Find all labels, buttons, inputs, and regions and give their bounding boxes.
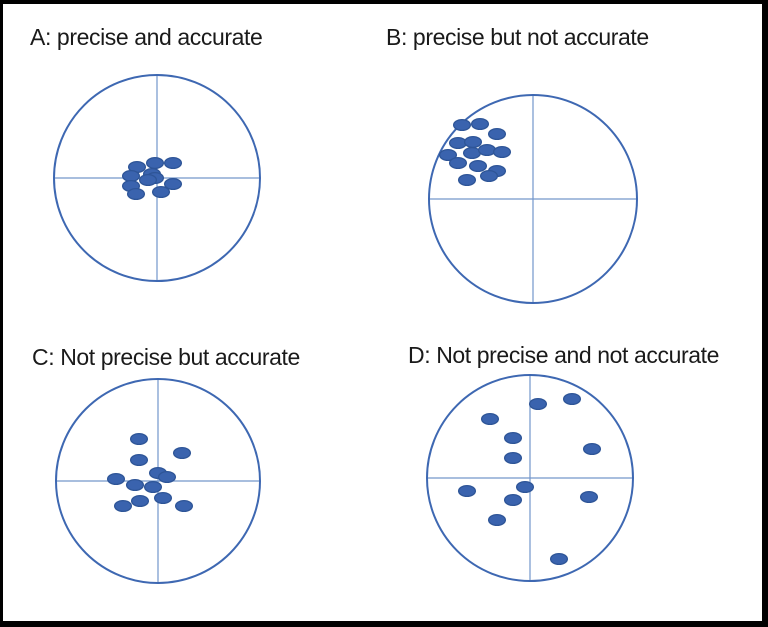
shot-dot — [153, 491, 173, 505]
panel-a-title: A: precise and accurate — [30, 24, 263, 50]
shot-dot — [145, 156, 165, 170]
shot-dot — [562, 392, 582, 406]
target-circle — [55, 378, 261, 584]
shot-dot — [503, 451, 523, 465]
shot-dot — [457, 484, 477, 498]
shot-dot — [448, 136, 468, 150]
shot-dot — [157, 470, 177, 484]
shot-dot — [515, 480, 535, 494]
target-circle — [428, 94, 638, 304]
shot-dot — [143, 480, 163, 494]
shot-dot — [163, 177, 183, 191]
shot-dot — [479, 169, 499, 183]
shot-dot — [174, 499, 194, 513]
shot-dot — [138, 173, 158, 187]
shot-dot — [106, 472, 126, 486]
shot-dot — [163, 156, 183, 170]
shot-dot — [130, 494, 150, 508]
shot-dot — [125, 478, 145, 492]
shot-dot — [480, 412, 500, 426]
shot-dot — [462, 146, 482, 160]
shot-dot — [457, 173, 477, 187]
shot-dot — [129, 432, 149, 446]
shot-dot — [477, 143, 497, 157]
shot-dot — [113, 499, 133, 513]
shot-dot — [503, 493, 523, 507]
shot-dot — [172, 446, 192, 460]
target-a — [53, 74, 261, 282]
panel-d-title: D: Not precise and not accurate — [408, 342, 720, 368]
target-circle — [53, 74, 261, 282]
target-c — [55, 378, 261, 584]
shot-dot — [129, 453, 149, 467]
shot-dot — [121, 169, 141, 183]
shot-dot — [528, 397, 548, 411]
shot-dot — [126, 187, 146, 201]
shot-dot — [487, 513, 507, 527]
shot-dot — [503, 431, 523, 445]
shot-dot — [487, 127, 507, 141]
shot-dot — [151, 185, 171, 199]
shot-dot — [470, 117, 490, 131]
shot-dot — [579, 490, 599, 504]
shot-dot — [452, 118, 472, 132]
shot-dot — [468, 159, 488, 173]
shot-dot — [438, 148, 458, 162]
shot-dot — [492, 145, 512, 159]
target-b — [428, 94, 638, 304]
target-d — [426, 374, 634, 582]
panel-b-title: B: precise but not accurate — [386, 24, 649, 50]
shot-dot — [549, 552, 569, 566]
shot-dot — [448, 156, 468, 170]
shot-dot — [582, 442, 602, 456]
shot-dot — [463, 135, 483, 149]
target-circle — [426, 374, 634, 582]
panel-c-title: C: Not precise but accurate — [32, 344, 300, 370]
